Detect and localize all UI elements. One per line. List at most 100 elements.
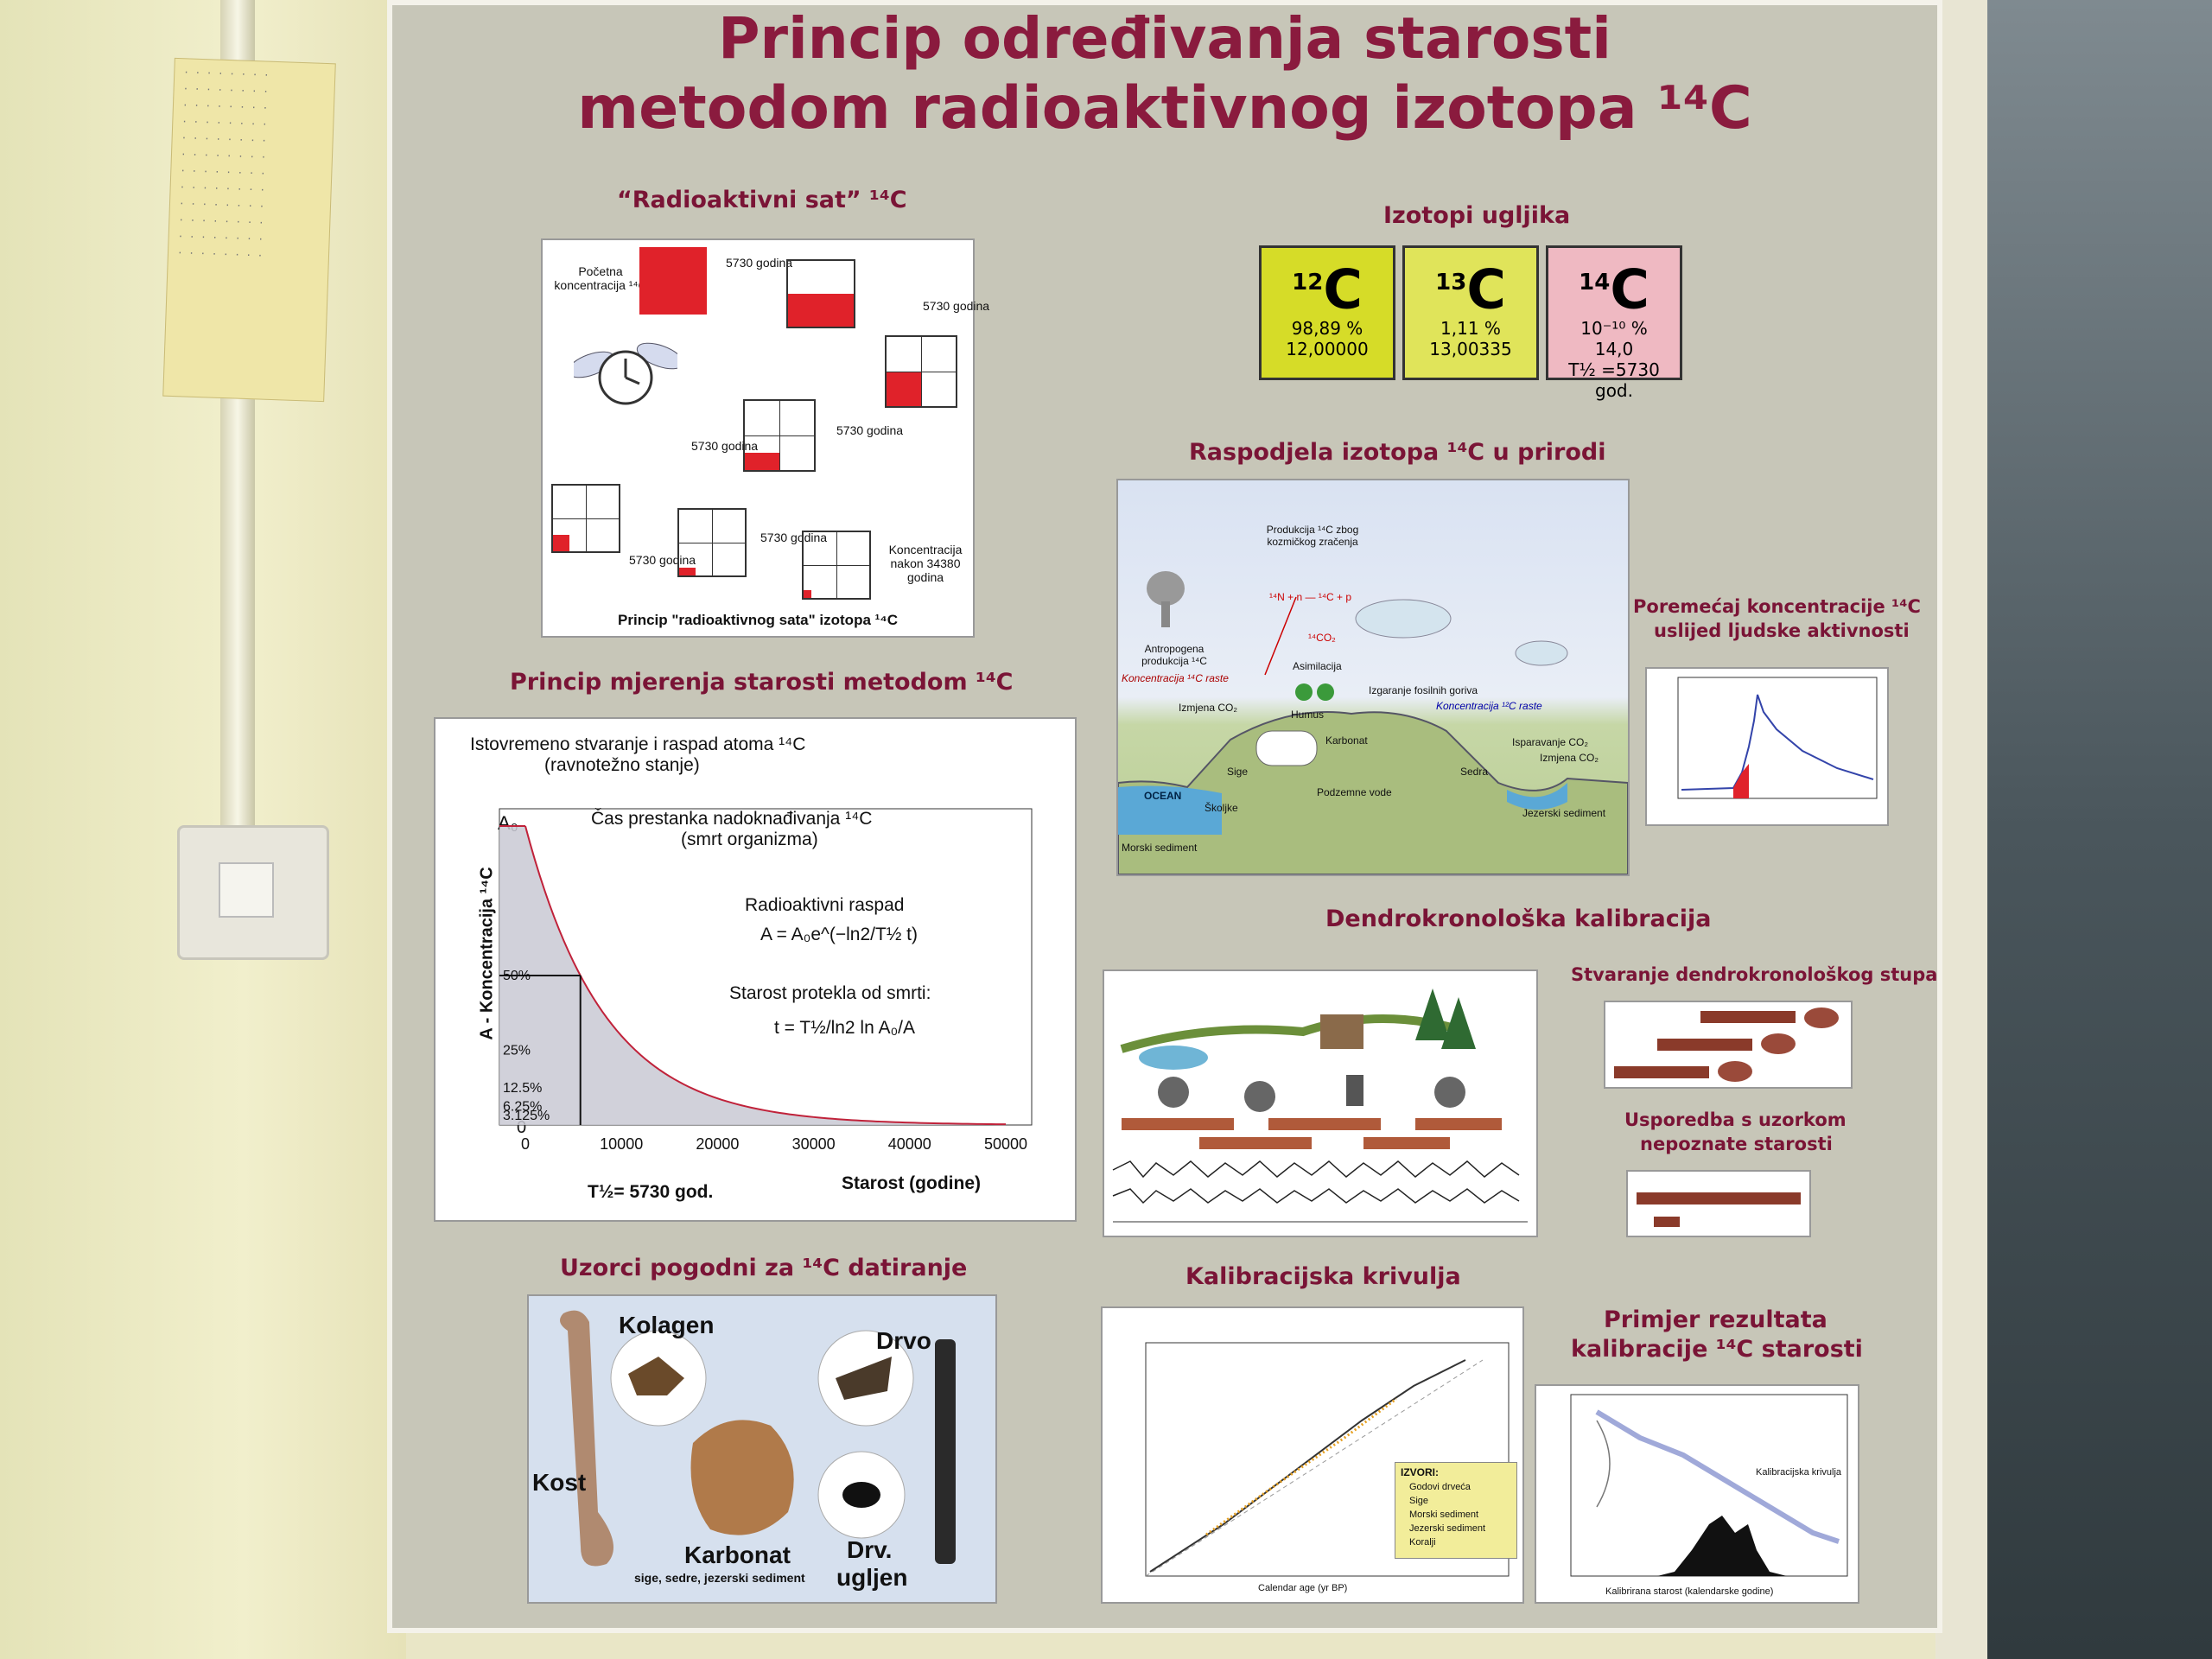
step-label-1: 5730 godina xyxy=(726,256,793,270)
flying-clock-icon xyxy=(567,330,684,416)
thirtysecond-square xyxy=(677,508,747,577)
death-annotation-2: (smrt organizma) xyxy=(681,830,818,849)
disturbance-heading-1: Poremećaj koncentracije ¹⁴C xyxy=(1633,596,1921,617)
x-tick-label: 0 xyxy=(521,1135,530,1153)
nature-diagram-svg xyxy=(1118,571,1628,874)
example-heading-2: kalibracije ¹⁴C starosti xyxy=(1571,1336,1863,1363)
example-x-label: Kalibrirana starost (kalendarske godine) xyxy=(1605,1586,1774,1597)
co2-label: ¹⁴CO₂ xyxy=(1308,632,1336,644)
dendro-svg xyxy=(1112,988,1528,1223)
distribution-diagram: Produkcija ¹⁴C zbog kozmičkog zračenja ¹… xyxy=(1116,479,1630,876)
sixteenth-square xyxy=(551,484,620,553)
final-square xyxy=(802,531,871,600)
x-axis-label: Starost (godine) xyxy=(842,1173,981,1193)
ocean-label: OCEAN xyxy=(1144,790,1182,802)
clock-heading: “Radioaktivni sat” ¹⁴C xyxy=(617,187,907,213)
switch-rocker xyxy=(219,862,274,918)
example-curve-label: Kalibracijska krivulja xyxy=(1756,1467,1842,1478)
calibration-heading: Kalibracijska krivulja xyxy=(1185,1263,1461,1290)
x-tick-label: 10000 xyxy=(600,1135,643,1153)
evaporation-label: Isparavanje CO₂ xyxy=(1512,736,1589,748)
isotope-abundance: 98,89 % xyxy=(1291,317,1363,339)
decay-curve xyxy=(524,825,1007,1126)
age-formula: t = T½/ln2 ln A₀/A xyxy=(774,1018,916,1038)
isotope-symbol: 14C xyxy=(1548,255,1680,318)
full-square xyxy=(639,247,707,315)
samples-heading: Uzorci pogodni za ¹⁴C datiranje xyxy=(560,1255,968,1281)
distribution-heading: Raspodjela izotopa ¹⁴C u prirodi xyxy=(1189,439,1606,466)
ugljen-label: ugljen xyxy=(836,1564,908,1591)
x-tick-label: 40000 xyxy=(888,1135,931,1153)
isotope-mass-value: 14,0 xyxy=(1594,338,1634,359)
isotope-letter: C xyxy=(1610,257,1649,321)
x-tick-label: 20000 xyxy=(696,1135,739,1153)
legend-item: Sige xyxy=(1409,1496,1429,1506)
clock-panel: Početna koncentracija ¹⁴C 5730 godina 57… xyxy=(541,238,989,638)
step-label-2: 5730 godina xyxy=(923,299,990,313)
legend-item: Koralji xyxy=(1409,1537,1436,1548)
samples-panel: Kolagen Drvo Kost Karbonat sige, sedre, … xyxy=(527,1294,997,1604)
dendro-compare-svg xyxy=(1637,1192,1801,1227)
eighth-square xyxy=(743,399,816,472)
dendro-column-panel xyxy=(1604,1001,1853,1089)
drvo-label: Drvo xyxy=(876,1327,931,1354)
step-label-3: 5730 godina xyxy=(836,423,904,437)
example-svg xyxy=(1570,1394,1848,1577)
isotope-mass: 13 xyxy=(1435,270,1467,296)
samples-svg xyxy=(560,1310,956,1567)
poster-title-line2: metodom radioaktivnog izotopa ¹⁴C xyxy=(577,74,1752,143)
isotope-mass-value: 12,00000 xyxy=(1286,338,1369,359)
isotope-letter: C xyxy=(1323,257,1363,321)
isotope-symbol: 13C xyxy=(1405,255,1536,318)
light-switch xyxy=(177,825,329,960)
isotopes-heading: Izotopi ugljika xyxy=(1383,202,1571,229)
legend-item: Morski sediment xyxy=(1409,1510,1479,1520)
legend-item: Godovi drveća xyxy=(1409,1482,1471,1492)
disturbance-heading-2: uslijed ljudske aktivnosti xyxy=(1654,620,1910,641)
kost-label: Kost xyxy=(532,1469,587,1496)
zero-label: 0 xyxy=(517,1118,527,1137)
isotope-mass: 12 xyxy=(1292,270,1324,296)
x-tick-label: 50000 xyxy=(984,1135,1027,1153)
step-label-6: 5730 godina xyxy=(760,531,828,544)
decay-formula: A = A₀e^(−ln2/T½ t) xyxy=(760,925,918,944)
kolagen-label: Kolagen xyxy=(619,1312,715,1338)
poster-frame xyxy=(1936,0,1987,1659)
pct-label: 50% xyxy=(503,969,531,983)
death-annotation: Čas prestanka nadoknađivanja ¹⁴C xyxy=(591,809,873,829)
karbonat-label: Karbonat xyxy=(684,1541,791,1568)
measurement-heading: Princip mjerenja starosti metodom ¹⁴C xyxy=(510,669,1014,696)
drv-label: Drv. xyxy=(847,1536,893,1563)
pct-label: 6.25% xyxy=(503,1099,542,1114)
pct-label: 25% xyxy=(503,1044,531,1058)
quarter-square xyxy=(885,335,957,408)
legend-title: IZVORI: xyxy=(1401,1466,1439,1478)
pct-label: 3.125% xyxy=(503,1109,550,1123)
x-tick-label: 30000 xyxy=(792,1135,836,1153)
legend-item: Jezerski sediment xyxy=(1409,1523,1486,1534)
isotope-abundance: 1,11 % xyxy=(1440,317,1501,339)
half-square xyxy=(786,259,855,328)
dendro-side2-heading-2: nepoznate starosti xyxy=(1640,1134,1833,1154)
assimilation-label: Asimilacija xyxy=(1293,660,1342,672)
isotope-abundance: 10⁻¹⁰ % xyxy=(1580,317,1648,339)
example-heading-1: Primjer rezultata xyxy=(1604,1306,1827,1333)
wall-note: . . . . . . . .. . . . . . . .. . . . . … xyxy=(162,57,336,403)
concentration-rise-label: Koncentracija ¹⁴C raste xyxy=(1122,672,1229,684)
karbonat-sub-label: sige, sedre, jezerski sediment xyxy=(634,1571,805,1585)
age-annotation: Starost protekla od smrti: xyxy=(729,983,931,1003)
decay-chart: Istovremeno stvaranje i raspad atoma ¹⁴C… xyxy=(434,717,1077,1222)
bomb-curve-svg xyxy=(1677,677,1878,799)
area-under-curve xyxy=(499,826,1006,1125)
sige-label: Sige xyxy=(1227,766,1249,778)
production-label: Produkcija ¹⁴C zbog kozmičkog zračenja xyxy=(1266,524,1359,548)
shells-label: Školjke xyxy=(1205,802,1238,814)
anthropogenic-label: Antropogena produkcija ¹⁴C xyxy=(1141,643,1207,667)
isotope-mass: 14 xyxy=(1579,270,1611,296)
marine-sediment-label: Morski sediment xyxy=(1122,842,1198,854)
